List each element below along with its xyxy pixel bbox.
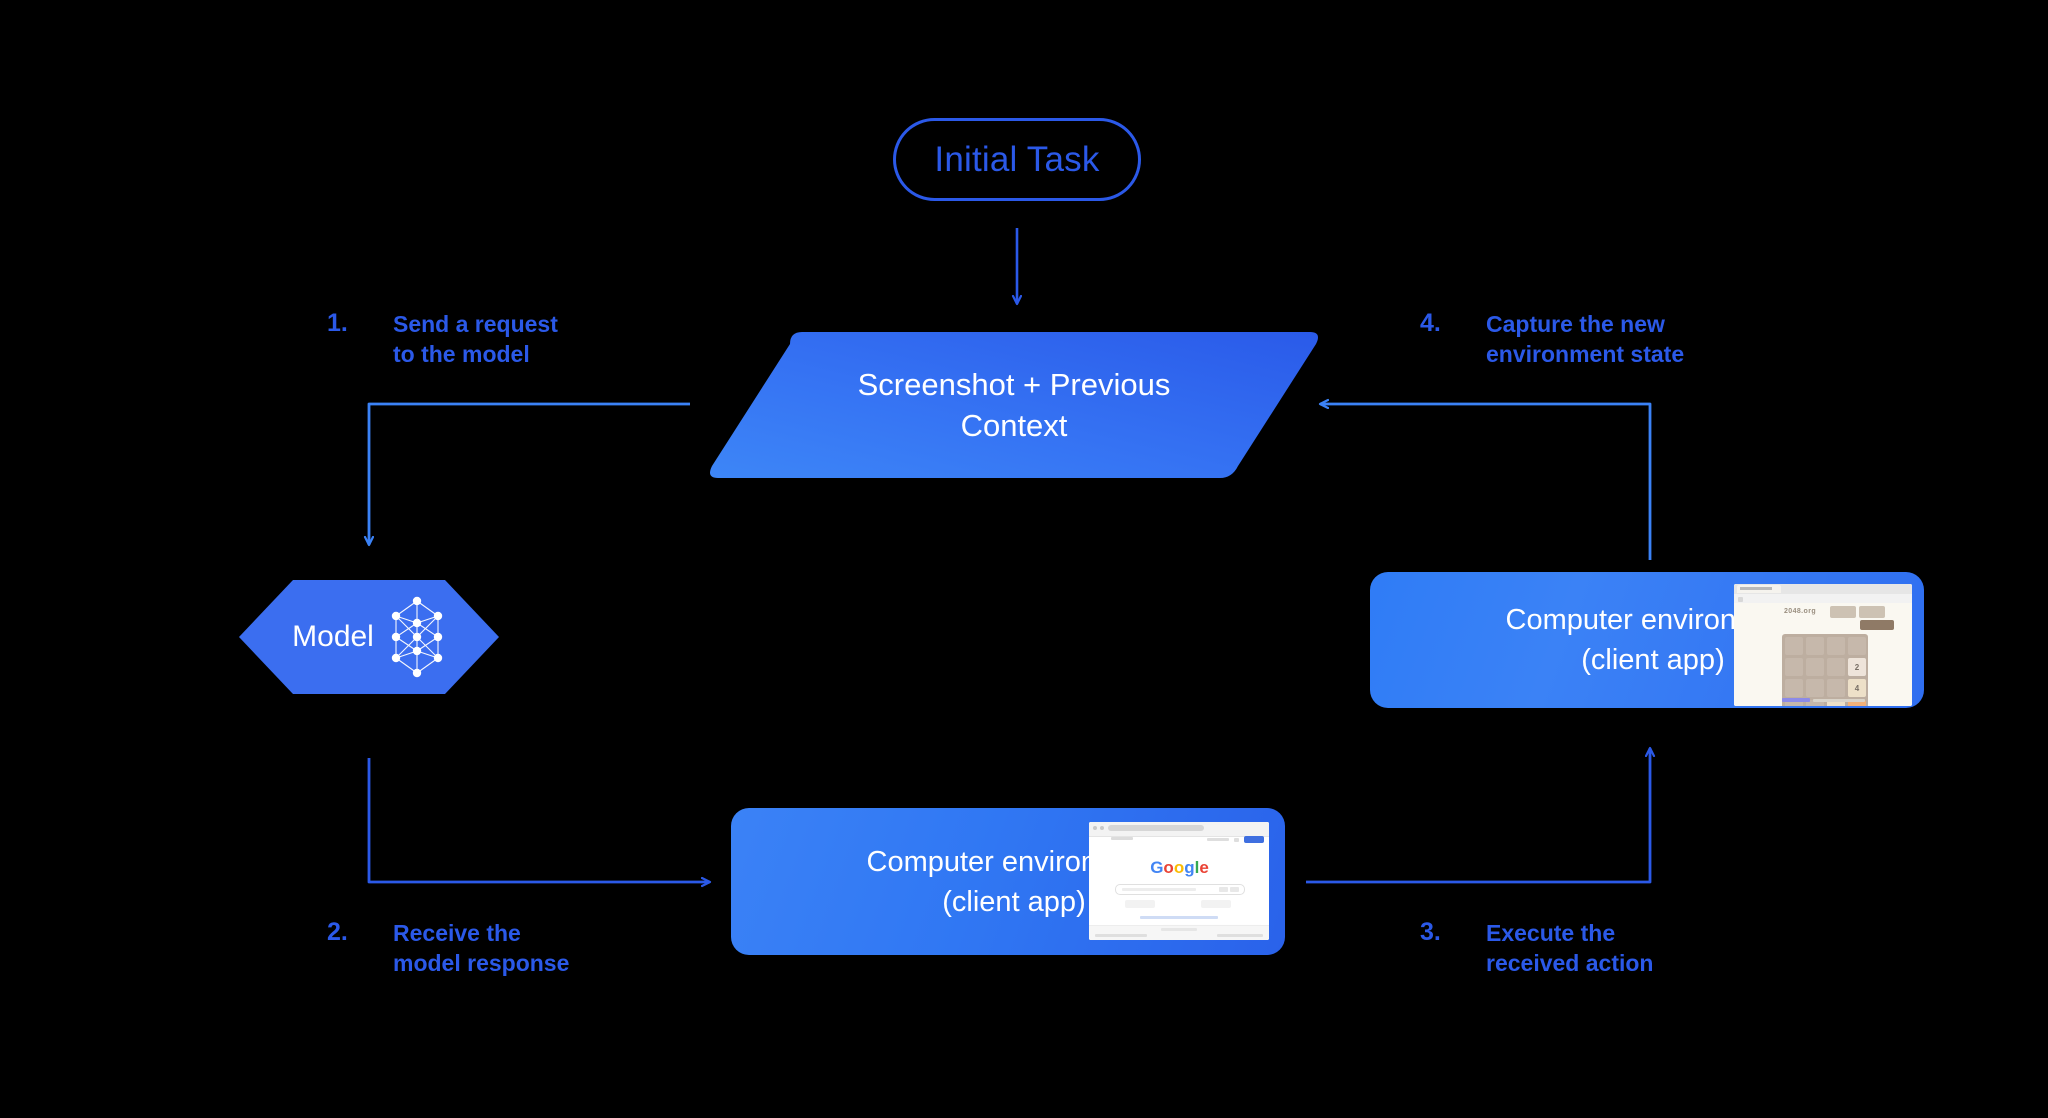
microphone-icon[interactable]	[1219, 887, 1228, 892]
camera-icon[interactable]	[1230, 887, 1239, 892]
browser-tab-bar	[1734, 584, 1912, 594]
google-sign-in-button[interactable]	[1244, 836, 1264, 843]
step-label-1: 1. Send a request to the model	[327, 309, 558, 369]
thumbnail-2048-game: 2048.org	[1734, 584, 1912, 706]
browser-toolbar	[1734, 594, 1912, 603]
game-tile: 8	[1848, 700, 1866, 706]
google-lucky-button[interactable]	[1201, 900, 1231, 908]
parallelogram-shape	[710, 332, 1318, 478]
hexagon-shape	[239, 580, 499, 694]
game-new-game-button[interactable]	[1860, 620, 1894, 630]
browser-favicon	[1738, 596, 1743, 602]
step-2-text: Receive the model response	[393, 920, 570, 976]
browser-back-icon	[1093, 826, 1097, 830]
google-language-links	[1140, 916, 1218, 919]
client-app-right-line-2: (client app)	[1581, 644, 1725, 676]
step-4-number: 4.	[1420, 309, 1441, 337]
game-board: 2 4 4 8	[1782, 634, 1868, 706]
step-3-number: 3.	[1420, 918, 1441, 946]
google-apps-icon	[1234, 838, 1239, 842]
step-1-text: Send a request to the model	[393, 311, 558, 367]
initial-task-label: Initial Task	[934, 139, 1100, 179]
step-1-number: 1.	[327, 309, 348, 337]
initial-task-node: Initial Task	[893, 118, 1141, 201]
game-tile: 2	[1848, 658, 1866, 676]
step-label-2: 2. Receive the model response	[327, 918, 569, 978]
browser-bookmark-bar	[1111, 837, 1133, 840]
step-4-text: Capture the new environment state	[1486, 311, 1685, 367]
step-3-text: Execute the received action	[1486, 920, 1654, 976]
game-title: 2048.org	[1784, 608, 1816, 615]
game-footer	[1782, 698, 1868, 702]
client-app-bottom-line-2: (client app)	[942, 885, 1086, 918]
browser-forward-icon	[1100, 826, 1104, 830]
context-line-2: Context	[960, 408, 1068, 443]
step-label-3: 3. Execute the received action	[1420, 918, 1653, 978]
step-label-4: 4. Capture the new environment state	[1420, 309, 1684, 369]
step-2-number: 2.	[327, 918, 348, 946]
browser-url-field[interactable]	[1108, 825, 1204, 831]
neural-network-icon	[391, 596, 443, 678]
arrow-step4-environment-to-context	[1320, 404, 1652, 560]
browser-tab-title	[1740, 586, 1772, 590]
google-nav-links	[1207, 838, 1229, 841]
game-tile: 4	[1848, 679, 1866, 697]
client-app-card-right: Computer environment (client app) 2048.o…	[1370, 572, 1924, 708]
context-line-1: Screenshot + Previous	[857, 367, 1171, 402]
model-node: Model	[237, 578, 501, 696]
google-search-input[interactable]	[1115, 884, 1245, 895]
game-best-box	[1859, 606, 1885, 618]
arrow-step1-context-to-model	[369, 402, 690, 545]
game-score-box	[1830, 606, 1856, 618]
model-label: Model	[292, 620, 374, 653]
screenshot-context-node: Screenshot + Previous Context	[706, 330, 1322, 480]
game-tile: 4	[1827, 700, 1845, 706]
google-footer	[1089, 925, 1269, 940]
arrow-step2-model-to-client	[367, 758, 710, 882]
arrow-step3-client-to-environment	[1306, 748, 1650, 884]
google-search-button[interactable]	[1125, 900, 1155, 908]
screenshot-context-text: Screenshot + Previous Context	[706, 330, 1322, 480]
